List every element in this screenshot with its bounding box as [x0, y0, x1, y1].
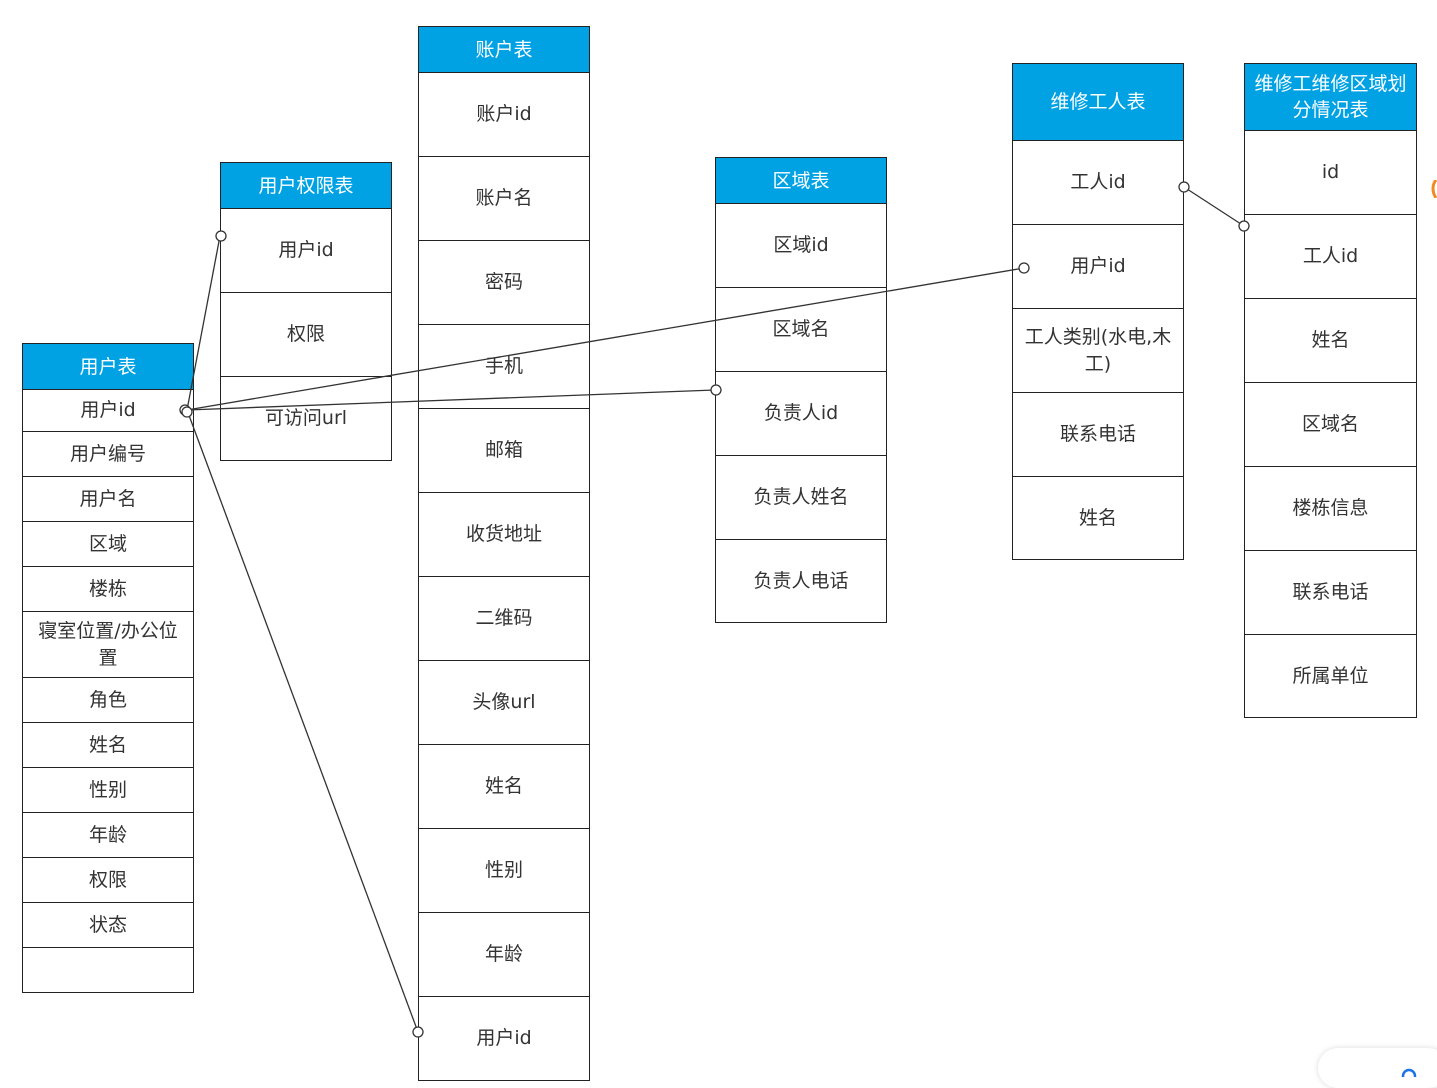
account-table-row: 账户id [419, 73, 589, 157]
user-table-row: 角色 [23, 678, 193, 723]
toolbar-blue-icon [1401, 1068, 1417, 1077]
user-table-row: 区域 [23, 522, 193, 567]
user-table-row: 用户名 [23, 477, 193, 522]
user-table-row: 寝室位置/办公位置 [23, 612, 193, 678]
user-permission-table-row: 用户id [221, 209, 391, 293]
worker-table-row: 联系电话 [1013, 393, 1183, 477]
worker-region-table-header: 维修工维修区域划分情况表 [1245, 64, 1416, 131]
worker-region-table-row: 姓名 [1245, 299, 1416, 383]
user-table-row: 用户id [23, 390, 193, 432]
worker-region-table-row: 区域名 [1245, 383, 1416, 467]
user-table-row: 状态 [23, 903, 193, 948]
region-table-row: 负责人id [716, 372, 886, 456]
user-permission-table-header: 用户权限表 [221, 163, 391, 209]
account-table-row: 收货地址 [419, 493, 589, 577]
account-table-row: 年龄 [419, 913, 589, 997]
worker-region-table-row: 联系电话 [1245, 551, 1416, 635]
account-table[interactable]: 账户表 账户id 账户名 密码 手机 邮箱 收货地址 二维码 头像url 姓名 … [418, 26, 590, 1081]
worker-region-table-row: id [1245, 131, 1416, 215]
user-table-row: 权限 [23, 858, 193, 903]
region-table-row: 区域id [716, 204, 886, 288]
user-table-row: 楼栋 [23, 567, 193, 612]
user-table-row: 用户编号 [23, 432, 193, 477]
account-table-row: 二维码 [419, 577, 589, 661]
floating-toolbar-partial [1318, 1048, 1437, 1088]
account-table-row: 用户id [476, 1027, 532, 1049]
edge-orange-mark-icon [1431, 180, 1437, 198]
worker-region-table[interactable]: 维修工维修区域划分情况表 id 工人id 姓名 区域名 楼栋信息 联系电话 所属… [1244, 63, 1417, 718]
account-table-row: 头像url [419, 661, 589, 745]
worker-table-row: 工人id [1013, 141, 1183, 225]
region-table-row: 负责人电话 [753, 569, 849, 592]
worker-table-header: 维修工人表 [1013, 64, 1183, 141]
user-permission-table-row: 可访问url [264, 407, 348, 429]
relation-line-user-account [186, 409, 419, 1033]
user-table-header: 用户表 [23, 344, 193, 390]
worker-region-table-row: 所属单位 [1292, 664, 1369, 687]
account-table-row: 姓名 [419, 745, 589, 829]
account-table-row: 账户名 [419, 157, 589, 241]
worker-region-table-row: 楼栋信息 [1245, 467, 1416, 551]
account-table-row: 手机 [419, 325, 589, 409]
user-permission-table-row: 权限 [221, 293, 391, 377]
user-table-row: 姓名 [23, 723, 193, 768]
region-table-header: 区域表 [716, 158, 886, 204]
worker-table-row: 用户id [1013, 225, 1183, 309]
account-table-row: 邮箱 [419, 409, 589, 493]
region-table-row: 负责人姓名 [716, 456, 886, 540]
user-table-row [23, 948, 193, 992]
account-table-row: 密码 [419, 241, 589, 325]
user-table-row: 性别 [23, 768, 193, 813]
relation-line-worker-workerregion [1183, 186, 1245, 227]
account-table-header: 账户表 [419, 27, 589, 73]
user-table-row: 年龄 [23, 813, 193, 858]
worker-table[interactable]: 维修工人表 工人id 用户id 工人类别(水电,木工) 联系电话 姓名 [1012, 63, 1184, 560]
user-permission-table[interactable]: 用户权限表 用户id 权限 可访问url [220, 162, 392, 461]
worker-region-table-row: 工人id [1245, 215, 1416, 299]
worker-table-row: 工人类别(水电,木工) [1013, 309, 1183, 393]
region-table-row: 区域名 [716, 288, 886, 372]
user-table[interactable]: 用户表 用户id 用户编号 用户名 区域 楼栋 寝室位置/办公位置 角色 姓名 … [22, 343, 194, 993]
worker-table-row: 姓名 [1078, 506, 1117, 529]
region-table[interactable]: 区域表 区域id 区域名 负责人id 负责人姓名 负责人电话 [715, 157, 887, 623]
account-table-row: 性别 [419, 829, 589, 913]
